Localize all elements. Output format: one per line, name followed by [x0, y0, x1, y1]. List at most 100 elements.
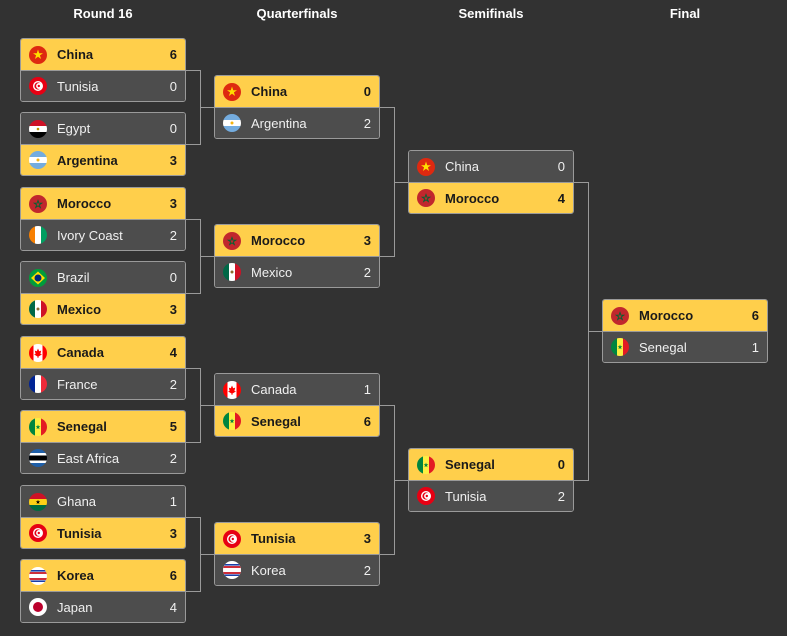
team-name: Morocco — [251, 233, 306, 248]
team-score: 2 — [363, 115, 371, 131]
team-name: Senegal — [639, 339, 687, 355]
team-score: 4 — [557, 190, 565, 206]
round-title-quarterfinals: Quarterfinals — [256, 6, 338, 21]
team-score: 3 — [169, 196, 177, 211]
team-score: 0 — [363, 84, 371, 99]
team-score: 0 — [169, 270, 177, 285]
team-row[interactable]: Senegal 6 — [215, 405, 379, 436]
team-row[interactable]: Mexico 2 — [215, 256, 379, 287]
team-row[interactable]: Japan 4 — [21, 591, 185, 622]
team-score: 0 — [169, 78, 177, 94]
team-name: Tunisia — [57, 78, 99, 94]
team-score: 4 — [169, 599, 177, 615]
team-row[interactable]: Korea 6 — [21, 560, 185, 591]
team-name: France — [57, 376, 98, 392]
team-score: 6 — [363, 413, 371, 429]
senegal-flag-icon — [417, 455, 435, 474]
team-name: Mexico — [57, 301, 102, 317]
team-name: Senegal — [57, 419, 107, 434]
tunisia-flag-icon — [417, 487, 435, 505]
team-name: Korea — [57, 568, 94, 583]
korea-flag-icon — [29, 566, 47, 585]
china-flag-icon — [417, 157, 435, 176]
team-name: Senegal — [251, 413, 301, 429]
team-name: Ivory Coast — [57, 227, 123, 243]
team-score: 1 — [169, 494, 177, 509]
round-title-final: Final — [669, 6, 701, 21]
team-row[interactable]: Morocco 4 — [409, 182, 573, 213]
team-name: Tunisia — [57, 525, 102, 541]
korea-flag-icon — [223, 561, 241, 579]
team-row[interactable]: Tunisia 0 — [21, 70, 185, 101]
canada-flag-icon — [223, 380, 241, 399]
team-name: China — [251, 84, 288, 99]
senegal-flag-icon — [29, 417, 47, 436]
team-name: Canada — [251, 382, 297, 397]
team-score: 2 — [363, 264, 371, 280]
team-score: 6 — [169, 47, 177, 62]
tunisia-flag-icon — [29, 524, 47, 542]
china-flag-icon — [223, 82, 241, 101]
morocco-flag-icon — [29, 194, 47, 213]
brazil-flag-icon — [29, 268, 47, 287]
team-name: Tunisia — [251, 531, 296, 546]
egypt-flag-icon — [29, 119, 47, 138]
team-score: 6 — [169, 568, 177, 583]
team-score: 2 — [557, 488, 565, 504]
team-row[interactable]: Senegal 1 — [603, 331, 767, 362]
team-score: 2 — [169, 450, 177, 466]
team-name: Tunisia — [445, 488, 487, 504]
tunisia-flag-icon — [29, 77, 47, 95]
team-name: Senegal — [445, 457, 495, 472]
team-name: Mexico — [251, 264, 293, 280]
argentina-flag-icon — [29, 151, 47, 169]
team-name: China — [445, 159, 479, 174]
team-row[interactable]: Tunisia 2 — [409, 480, 573, 511]
team-name: Japan — [57, 599, 93, 615]
team-name: Morocco — [445, 190, 500, 206]
morocco-flag-icon — [223, 231, 241, 250]
team-row[interactable]: China 0 — [215, 76, 379, 107]
team-score: 2 — [363, 562, 371, 578]
france-flag-icon — [29, 375, 47, 393]
round-title-round16: Round 16 — [73, 6, 133, 21]
morocco-flag-icon — [611, 306, 629, 325]
team-score: 1 — [751, 339, 759, 355]
